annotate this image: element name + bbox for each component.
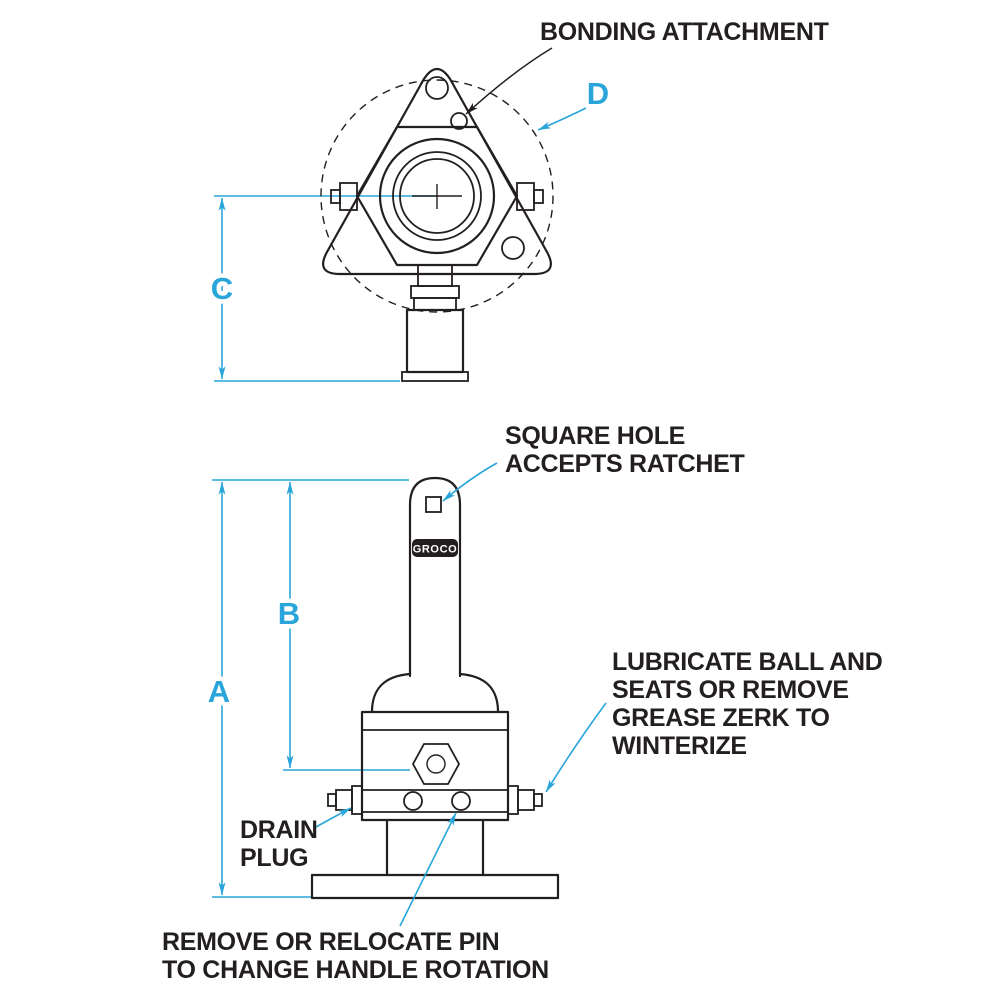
mounting-flange bbox=[310, 873, 560, 900]
leader-lubricate bbox=[545, 702, 607, 793]
label-bonding-attachment: BONDING ATTACHMENT bbox=[540, 18, 829, 46]
label-remove-pin-line2: TO CHANGE HANDLE ROTATION bbox=[162, 956, 549, 984]
flange-hole-bottom-right bbox=[501, 236, 525, 260]
dim-letter-b: B bbox=[278, 596, 300, 631]
bonding-attachment-hole bbox=[450, 112, 468, 130]
drain-plug-bolt-left bbox=[327, 785, 363, 815]
leader-drain-plug bbox=[315, 807, 352, 828]
brand-label: GROCO bbox=[413, 544, 458, 556]
label-remove-pin-line1: REMOVE OR RELOCATE PIN bbox=[162, 928, 499, 956]
brand-plate: GROCO bbox=[412, 539, 458, 557]
dim-letter-d: D bbox=[587, 76, 609, 111]
dimension-a bbox=[212, 479, 409, 898]
center-crosshair bbox=[412, 184, 462, 209]
triangular-flange bbox=[322, 67, 552, 276]
label-lubricate-line1: LUBRICATE BALL AND bbox=[612, 648, 883, 676]
dim-letter-a: A bbox=[208, 674, 230, 709]
handle-pin-right bbox=[451, 791, 471, 811]
label-drain-line1: DRAIN bbox=[240, 816, 318, 844]
nut-outer-circle bbox=[378, 137, 496, 255]
left-lug-bolt bbox=[330, 182, 358, 211]
base-neck bbox=[385, 818, 485, 877]
label-square-hole-line2: ACCEPTS RATCHET bbox=[505, 450, 745, 478]
square-hole bbox=[425, 496, 442, 513]
label-drain-line2: PLUG bbox=[240, 844, 308, 872]
label-lubricate-line2: SEATS OR REMOVE bbox=[612, 676, 849, 704]
top-view bbox=[320, 67, 554, 382]
handle bbox=[408, 476, 462, 678]
bore-circle-outer bbox=[392, 151, 482, 241]
leader-remove-pin bbox=[399, 812, 457, 927]
grease-zerk-bolt-right bbox=[507, 785, 543, 815]
bore-circle-inner bbox=[399, 158, 475, 234]
label-square-hole-line1: SQUARE HOLE bbox=[505, 422, 685, 450]
leader-square-hole bbox=[442, 462, 498, 502]
pipe-lip bbox=[401, 371, 469, 382]
bolt-circle-dashed bbox=[320, 79, 554, 313]
label-lubricate-line4: WINTERIZE bbox=[612, 732, 747, 760]
pipe-end-stack bbox=[401, 264, 469, 382]
dim-letter-c: C bbox=[211, 271, 233, 306]
leader-dim-d bbox=[537, 107, 587, 131]
pipe-cylinder bbox=[405, 308, 465, 374]
grease-zerk-hex bbox=[411, 743, 461, 785]
valve-body bbox=[360, 710, 510, 822]
label-lubricate-line3: GREASE ZERK TO bbox=[612, 704, 830, 732]
leader-bonding-attachment bbox=[465, 47, 553, 115]
right-lug-bolt bbox=[516, 182, 544, 211]
flange-hole-top bbox=[425, 76, 449, 100]
dimension-b bbox=[283, 481, 410, 771]
handle-pin-left bbox=[403, 791, 423, 811]
packing-cap bbox=[370, 672, 500, 714]
side-view: GROCO bbox=[310, 476, 560, 900]
